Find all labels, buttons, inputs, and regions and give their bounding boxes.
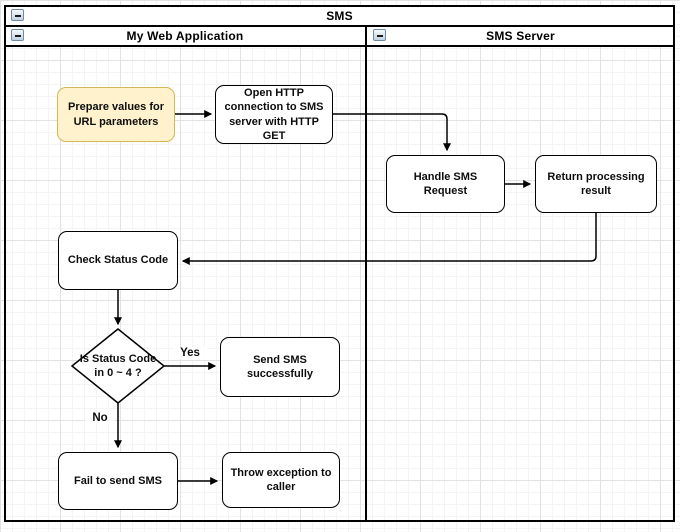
- node-prepare-values[interactable]: Prepare values for URL parameters: [57, 87, 175, 142]
- pool-title[interactable]: SMS: [326, 8, 353, 23]
- collapse-minus-icon-pool[interactable]: [11, 9, 24, 21]
- collapse-minus-icon-lane2[interactable]: [373, 29, 386, 41]
- node-send-sms-successfully[interactable]: Send SMS successfully: [220, 337, 340, 397]
- pool-title-separator: [4, 25, 675, 27]
- node-return-processing-result[interactable]: Return processing result: [535, 155, 657, 213]
- node-throw-exception[interactable]: Throw exception to caller: [222, 452, 340, 508]
- node-check-status-code[interactable]: Check Status Code: [58, 231, 178, 290]
- pool-title-bar[interactable]: [6, 7, 673, 25]
- lane-header-bar[interactable]: [6, 26, 673, 45]
- node-handle-sms-request[interactable]: Handle SMS Request: [386, 155, 505, 213]
- edge-open-to-handle[interactable]: [333, 113, 451, 152]
- lane-divider: [365, 25, 367, 522]
- lane-title-sms-server[interactable]: SMS Server: [486, 28, 555, 43]
- node-open-http-connection[interactable]: Open HTTP connection to SMS server with …: [215, 85, 333, 144]
- edge-label-no[interactable]: No: [85, 412, 115, 424]
- edge-return-to-check[interactable]: [181, 213, 597, 265]
- decision-diamond-shape[interactable]: [70, 328, 166, 404]
- lane-header-separator: [4, 45, 675, 47]
- edge-label-yes[interactable]: Yes: [173, 347, 207, 359]
- node-fail-to-send-sms[interactable]: Fail to send SMS: [58, 452, 178, 510]
- collapse-minus-icon-lane1[interactable]: [11, 29, 24, 41]
- lane-title-my-web-application[interactable]: My Web Application: [126, 28, 244, 43]
